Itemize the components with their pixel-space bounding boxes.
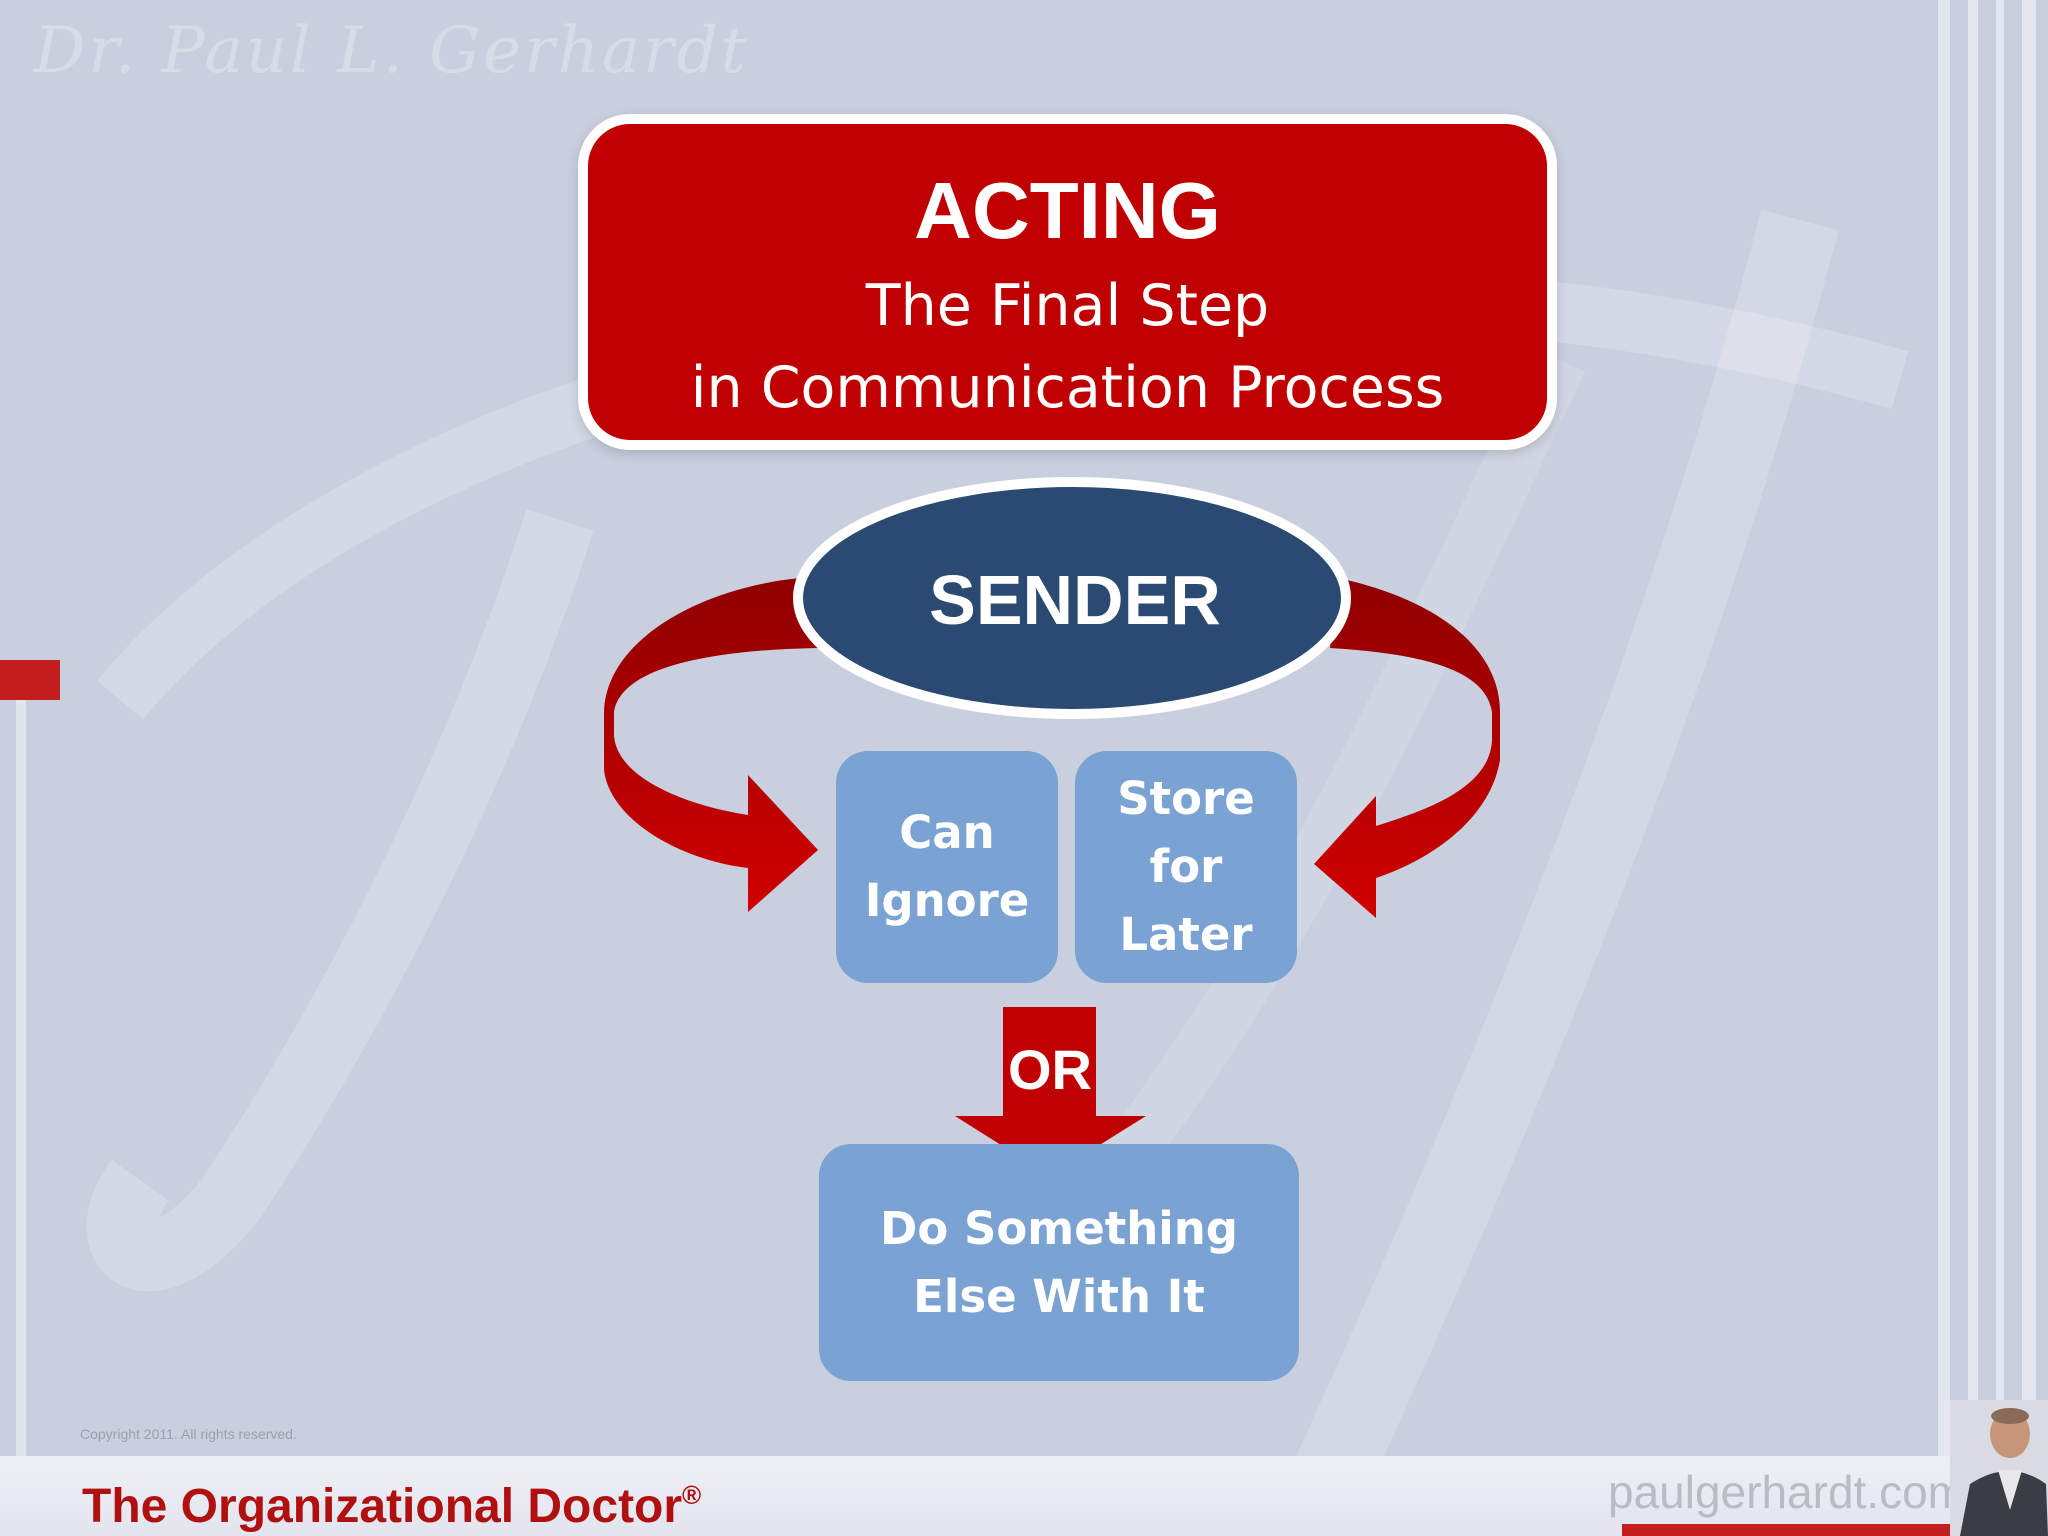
option-can-ignore-line-1: Can [899, 806, 995, 859]
option-can-ignore: Can Ignore [836, 751, 1058, 983]
title-box: ACTING The Final Step in Communication P… [578, 114, 1557, 450]
presenter-avatar [1950, 1400, 2048, 1536]
right-decorative-stripes [1938, 0, 2048, 1460]
trademark-symbol: ® [682, 1480, 702, 1510]
option-store-line-1: Store [1117, 772, 1255, 825]
left-curved-arrow [604, 578, 820, 912]
down-arrow [955, 1007, 1146, 1176]
slide-subtitle-line-2: in Communication Process [690, 355, 1445, 421]
option-do-something-else: Do Something Else With It [819, 1144, 1299, 1381]
option-store-line-2: for [1149, 840, 1223, 893]
slide-title: ACTING [914, 166, 1221, 255]
option-else-line-1: Do Something [880, 1201, 1238, 1255]
footer-band [0, 1456, 2048, 1536]
left-decorative-stripe [16, 700, 26, 1460]
copyright-notice: Copyright 2011. All rights reserved. [80, 1426, 297, 1442]
slide-subtitle-line-1: The Final Step [865, 273, 1270, 339]
left-accent-tab [0, 660, 60, 700]
signature-watermark: Dr. Paul L. Gerhardt [34, 14, 750, 88]
footer-red-accent-line [1622, 1524, 2048, 1536]
right-curved-arrow [1314, 578, 1500, 918]
option-else-line-2: Else With It [913, 1269, 1205, 1323]
footer-brand-text: The Organizational Doctor [82, 1480, 683, 1533]
sender-ellipse [793, 477, 1351, 719]
footer-website-url: paulgerhardt.com [1608, 1466, 1966, 1518]
option-can-ignore-line-2: Ignore [864, 874, 1030, 927]
or-label: OR [1008, 1038, 1092, 1101]
option-store-line-3: Later [1119, 908, 1253, 961]
option-store-for-later: Store for Later [1075, 751, 1297, 983]
footer-brand: The Organizational Doctor® [82, 1466, 701, 1536]
sender-label: SENDER [929, 561, 1221, 639]
